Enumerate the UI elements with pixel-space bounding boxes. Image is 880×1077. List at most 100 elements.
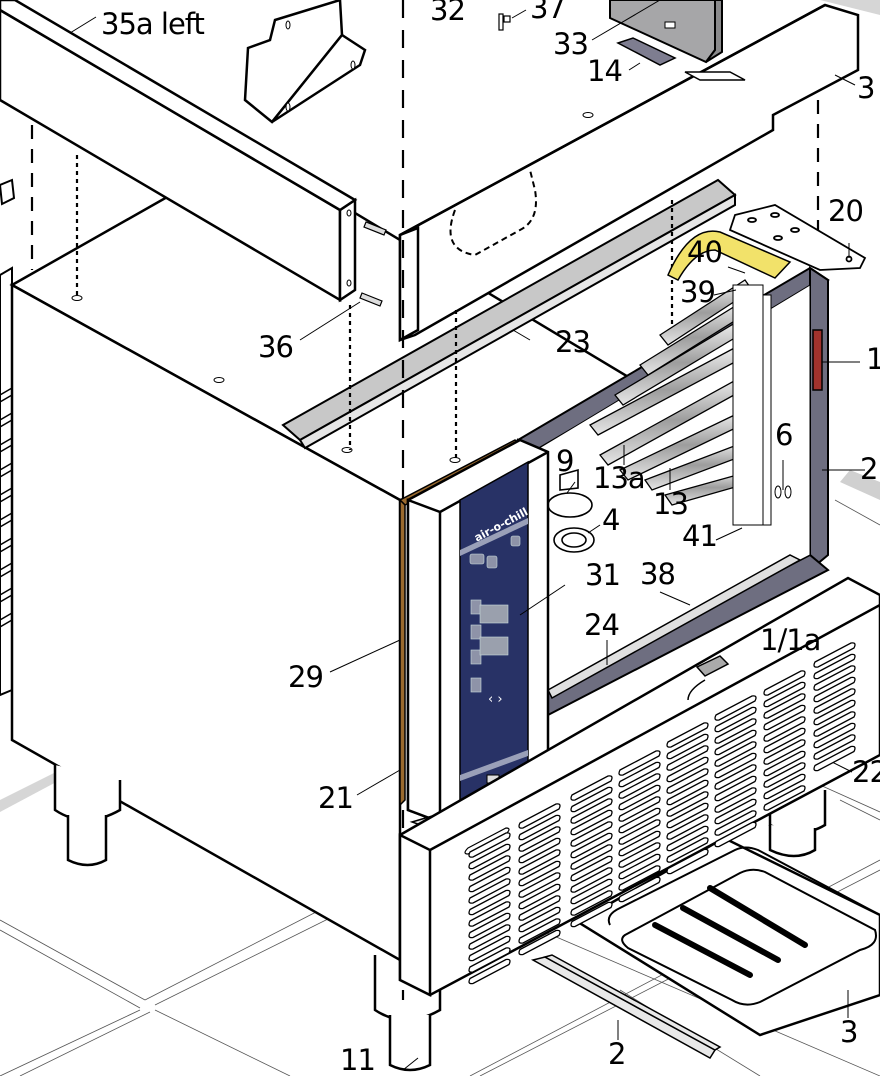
gn-tray xyxy=(575,836,880,1037)
callout-37: 37 xyxy=(530,0,566,25)
callout-40: 40 xyxy=(687,235,723,269)
callout-4: 4 xyxy=(602,503,620,537)
louvre-slot xyxy=(813,688,856,714)
louvre-slot xyxy=(714,729,757,756)
louvre-slot xyxy=(570,832,613,859)
louvre-slot xyxy=(714,718,757,744)
louvre-slot xyxy=(666,848,709,875)
louvre-slot xyxy=(813,711,856,737)
louvre-slot xyxy=(468,935,511,962)
louvre-slot xyxy=(666,814,709,840)
callout-39: 39 xyxy=(680,275,716,309)
callout-13a: 13a xyxy=(593,461,646,495)
top-right-cover xyxy=(398,3,860,343)
callout-11: 11 xyxy=(340,1043,376,1077)
louvre-slot xyxy=(518,872,561,898)
callout-3-top: 3 xyxy=(857,71,875,105)
bottom-seal xyxy=(547,554,802,700)
louvre-slot xyxy=(618,853,661,880)
louvre-slot xyxy=(618,830,661,857)
callout-3-bottom: 3 xyxy=(840,1015,858,1049)
louvre-slot xyxy=(666,733,709,760)
callout-38: 38 xyxy=(640,557,676,591)
nav-arrows-glyph: ‹ › xyxy=(488,692,503,707)
hinge-plate xyxy=(728,204,867,271)
control-panel-art: ‹ › xyxy=(459,460,529,808)
louvre-slot xyxy=(763,704,806,731)
callout-6: 6 xyxy=(775,418,793,452)
callout-32: 32 xyxy=(430,0,466,27)
louvre-slot xyxy=(666,837,709,863)
louvre-slot xyxy=(518,883,561,910)
louvre-slot xyxy=(763,693,806,719)
louvre-slot xyxy=(468,901,511,927)
louvre-slot xyxy=(618,761,661,788)
louvre-slot xyxy=(813,642,856,668)
louvre-slot xyxy=(763,750,806,777)
louvre-slot xyxy=(714,764,757,790)
callout-14: 14 xyxy=(587,54,623,88)
louvre-slot xyxy=(468,924,511,950)
louvre-slot xyxy=(763,681,806,708)
mounting-bracket xyxy=(243,0,367,124)
louvre-slot xyxy=(618,784,661,811)
louvre-slot xyxy=(813,699,856,726)
callout-36: 36 xyxy=(258,330,294,364)
callout-24: 24 xyxy=(584,608,620,642)
louvre-slot xyxy=(518,803,561,829)
louvre-slot xyxy=(570,775,613,801)
callout-35a: 35a left xyxy=(101,7,205,41)
louvre-slot xyxy=(570,844,613,870)
callout-23: 23 xyxy=(555,325,591,359)
louvre-slot xyxy=(714,810,757,836)
callout-13: 13 xyxy=(653,487,689,521)
top-rail xyxy=(281,178,737,450)
louvre-slot xyxy=(813,734,856,760)
louvre-slot xyxy=(763,785,806,811)
louvre-slot xyxy=(666,825,709,852)
louvre-slot xyxy=(518,826,561,852)
louvre-slot xyxy=(570,786,613,813)
louvre-slot xyxy=(570,867,613,893)
louvre-slot xyxy=(714,787,757,813)
louvre-slot xyxy=(763,727,806,754)
louvre-slot xyxy=(468,832,511,858)
louvre-slot xyxy=(714,775,757,802)
left-side-panel xyxy=(0,178,16,697)
louvre-slot xyxy=(468,855,511,881)
louvre-slot xyxy=(518,895,561,921)
louvre-slot xyxy=(518,849,561,875)
louvre-slot xyxy=(518,837,561,864)
sensor-block xyxy=(687,655,730,701)
louvre-slot xyxy=(666,791,709,817)
louvre-slot xyxy=(618,842,661,868)
louvre-slot xyxy=(666,802,709,829)
louvre-slot xyxy=(666,756,709,783)
callout-22: 22 xyxy=(852,755,880,789)
louvre-slot xyxy=(813,722,856,749)
left-cover-panel xyxy=(0,0,358,303)
shelf-rails xyxy=(589,279,761,506)
louvre-slot xyxy=(468,878,511,904)
louvre-slot xyxy=(763,716,806,742)
callout-21: 21 xyxy=(318,781,354,815)
louvre-slot xyxy=(570,901,613,928)
callout-1-right: 1 xyxy=(866,342,880,376)
louvre-slot xyxy=(618,819,661,845)
louvre-slot xyxy=(714,695,757,721)
callout-2-right: 2 xyxy=(860,452,878,486)
louvre-slot xyxy=(618,750,661,776)
louvre-slot xyxy=(468,889,511,916)
louvre-slot xyxy=(666,722,709,748)
louvre-slot xyxy=(714,706,757,733)
louvre-slot xyxy=(813,653,856,680)
louvre-slot xyxy=(763,670,806,696)
callout-33: 33 xyxy=(553,27,589,61)
louvre-slot xyxy=(813,745,856,772)
louvre-slot xyxy=(763,762,806,788)
plate xyxy=(616,37,677,66)
